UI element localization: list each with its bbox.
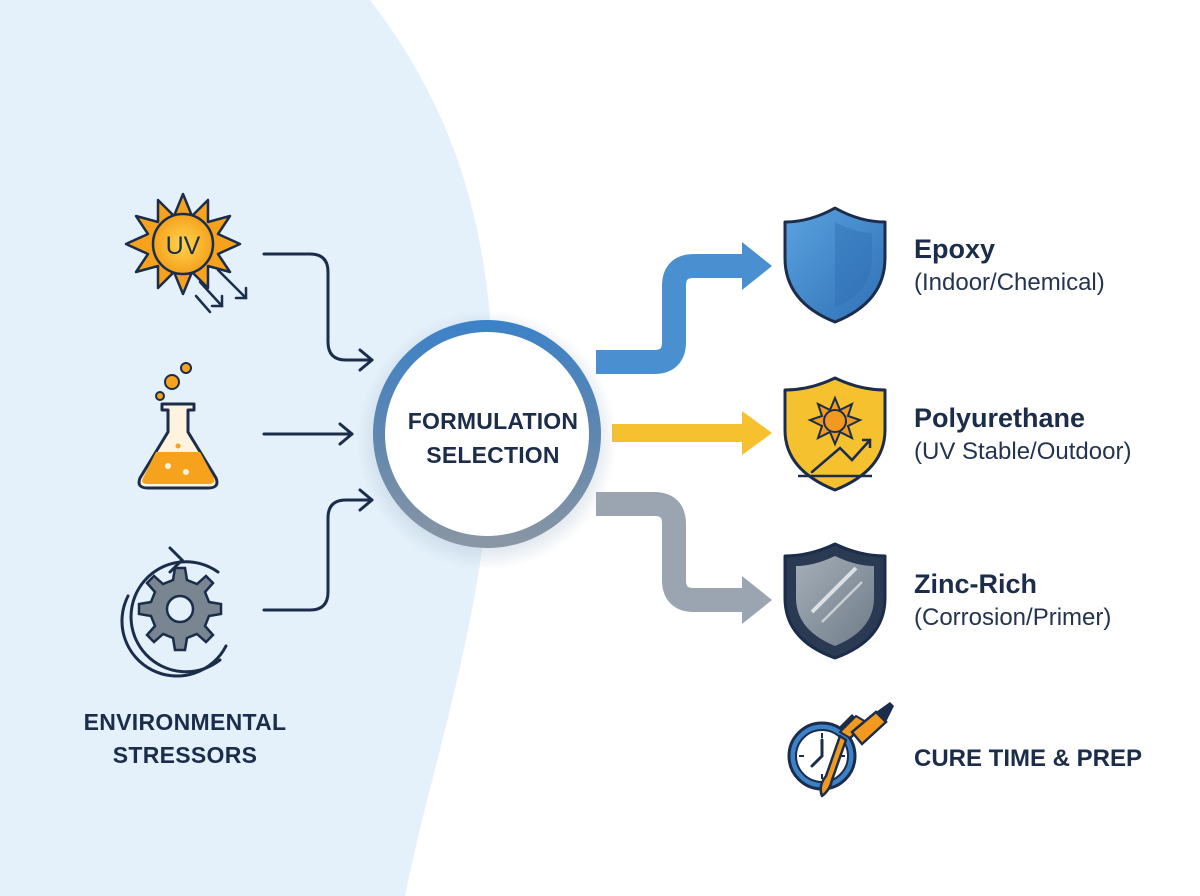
uv-sun-icon: UV (124, 192, 248, 314)
chemical-flask-icon (137, 362, 219, 490)
blue-shield-icon (783, 206, 887, 324)
stressors-caption-line1: ENVIRONMENTAL (83, 709, 287, 735)
cure-time-label: CURE TIME & PREP (914, 745, 1143, 772)
hub-label: FORMULATION SELECTION (398, 404, 588, 472)
svg-text:UV: UV (166, 232, 201, 260)
stressor-panel (0, 0, 494, 896)
gear-input-arrow (262, 498, 374, 612)
uv-input-arrow (262, 252, 374, 362)
clock-brush-icon (787, 702, 894, 798)
epoxy-output-arrow (596, 254, 745, 374)
hub-label-line1: FORMULATION (407, 408, 579, 434)
gray-shield-icon (783, 542, 887, 660)
zinc-rich-title: Zinc-Rich (914, 569, 1038, 599)
stressors-caption: ENVIRONMENTAL STRESSORS (40, 706, 330, 772)
polyurethane-subtitle: (UV Stable/Outdoor) (914, 438, 1132, 465)
zinc-output-arrow (596, 492, 745, 612)
zinc-rich-subtitle: (Corrosion/Primer) (914, 604, 1112, 631)
epoxy-subtitle: (Indoor/Chemical) (914, 269, 1105, 296)
hub-label-line2: SELECTION (426, 442, 560, 468)
yellow-sun-shield-icon (783, 376, 887, 492)
gear-cycle-icon (120, 546, 228, 678)
polyurethane-title: Polyurethane (914, 403, 1086, 433)
stressors-caption-line2: STRESSORS (112, 742, 258, 768)
formulation-hub (357, 310, 617, 570)
epoxy-title: Epoxy (914, 234, 996, 264)
